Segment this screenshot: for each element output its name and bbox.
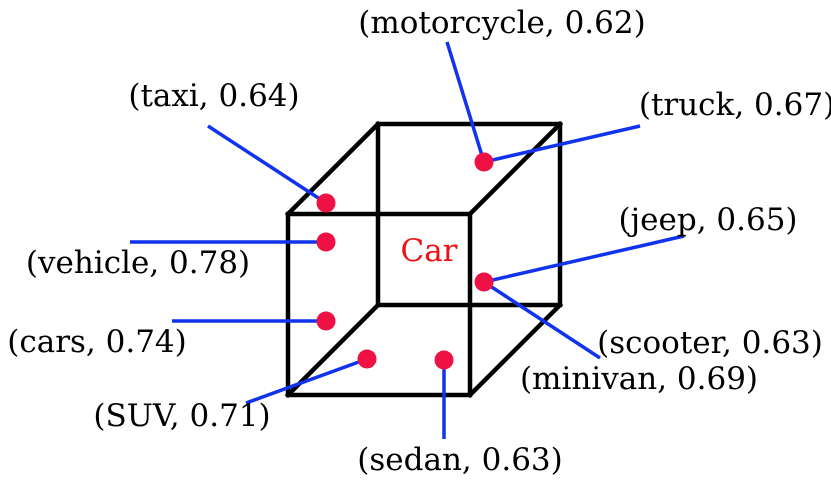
label-scooter: (scooter, 0.63) bbox=[597, 325, 823, 361]
label-truck: (truck, 0.67) bbox=[639, 87, 831, 123]
leader-suv bbox=[245, 357, 368, 405]
label-motorcycle: (motorcycle, 0.62) bbox=[358, 5, 645, 41]
label-suv: (SUV, 0.71) bbox=[93, 398, 270, 434]
point-jeep-scooter-minivan bbox=[474, 272, 494, 292]
neighbor-labels: (motorcycle, 0.62) (taxi, 0.64) (truck, … bbox=[7, 5, 831, 478]
center-word-label: Car bbox=[400, 233, 457, 269]
point-sedan bbox=[434, 350, 454, 370]
cube-edge-top-left bbox=[284, 120, 382, 218]
point-motorcycle-truck bbox=[474, 152, 494, 172]
leader-taxi bbox=[207, 124, 327, 205]
point-taxi bbox=[316, 193, 336, 213]
embedding-points bbox=[316, 152, 494, 370]
leader-jeep bbox=[483, 234, 685, 284]
label-sedan: (sedan, 0.63) bbox=[357, 442, 562, 478]
cube-edge-bottom-left bbox=[284, 301, 382, 399]
leader-minivan bbox=[483, 280, 601, 360]
label-vehicle: (vehicle, 0.78) bbox=[26, 245, 250, 281]
label-jeep: (jeep, 0.65) bbox=[618, 202, 797, 238]
point-suv bbox=[357, 349, 377, 369]
cube-wireframe bbox=[284, 120, 564, 399]
leader-lines bbox=[130, 41, 685, 439]
leader-motorcycle bbox=[445, 41, 486, 163]
leader-truck bbox=[483, 124, 641, 164]
point-vehicle bbox=[316, 232, 336, 252]
point-cars bbox=[316, 311, 336, 331]
label-minivan: (minivan, 0.69) bbox=[520, 361, 758, 397]
cube-edge-top-right bbox=[466, 120, 564, 218]
label-taxi: (taxi, 0.64) bbox=[128, 78, 299, 114]
label-cars: (cars, 0.74) bbox=[7, 324, 187, 360]
